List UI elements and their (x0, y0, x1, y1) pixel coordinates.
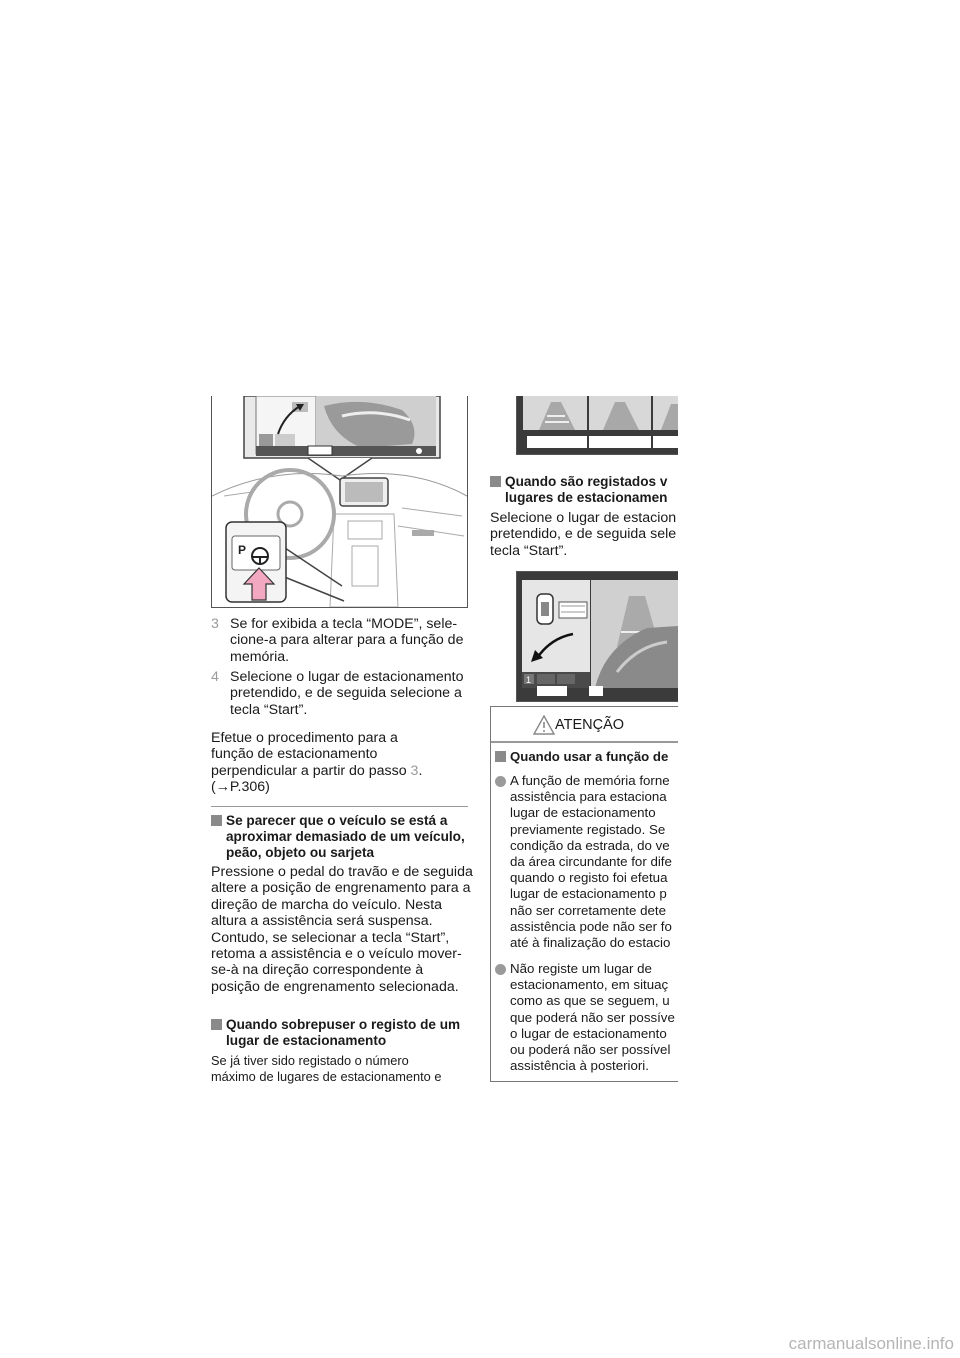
step-3-number: 3 (211, 616, 219, 632)
screen-slot-number: 1 (526, 675, 531, 685)
bullet-2-line: estacionamento, em situaç (510, 977, 669, 993)
step-4-text: Selecione o lugar de estacionamento pret… (230, 669, 464, 718)
bullet-2-line: assistência à posteriori. (510, 1058, 649, 1074)
bullet-2-line: como as que se seguem, u (510, 993, 670, 1009)
bullet-2-line: o lugar de estacionamento (510, 1025, 667, 1041)
step-reference: 3 (410, 762, 419, 779)
paragraph-brake: Pressione o pedal do travão e de seguida… (211, 864, 473, 995)
bullet-1-line: assistência pode não ser fo (510, 918, 672, 934)
max-registered-line-1: Se já tiver sido registado o número (211, 1053, 409, 1068)
warning-title: ATENÇÃO (555, 717, 625, 733)
warning-heading: Quando usar a função de (495, 749, 678, 765)
heading-too-close-text: Se parecer que o veículo se está a aprox… (226, 813, 465, 860)
bullet-2-line: ou poderá não ser possível (510, 1042, 671, 1058)
max-registered-line-2: máximo de lugares de estacionamento e (211, 1068, 442, 1084)
paragraph-procedure: Efetue o procedimento para a função de e… (211, 730, 471, 796)
step-3-text: Se for exibida a tecla “MODE”, sele-cion… (230, 616, 464, 665)
square-bullet-icon (211, 1019, 222, 1030)
procedure-line-3-text: perpendicular a partir do passo (211, 762, 411, 779)
bullet-1-line: assistência para estaciona (510, 789, 667, 805)
page-reference-link[interactable]: (→P.306) (211, 779, 270, 796)
heading-multiple-line-2: lugares de estacionamen (505, 490, 668, 505)
step-4: 4 Selecione o lugar de estacionamento pr… (211, 669, 471, 718)
dashboard-illustration: P (211, 396, 468, 608)
procedure-line-3: perpendicular a partir do passo 3. (211, 763, 471, 779)
heading-multiple-line-1: Quando são registados v (505, 474, 668, 489)
warning-heading-text: Quando usar a função de (510, 749, 669, 764)
parking-slots-screen (516, 396, 678, 455)
parking-slots-drawing (523, 396, 678, 448)
square-bullet-icon (490, 476, 501, 487)
bullet-2-line: Não registe um lugar de (510, 961, 652, 976)
select-slot-line-1: Selecione o lugar de estacion (490, 510, 677, 526)
select-slot-line-3: tecla “Start”. (490, 542, 568, 559)
footer-watermark: carmanualsonline.info (788, 1334, 954, 1353)
bullet-1-line: lugar de estacionamento p (510, 886, 667, 902)
warning-triangle-icon (533, 715, 555, 735)
procedure-line-3-end: . (418, 762, 423, 779)
gear-p-label: P (238, 543, 246, 557)
square-bullet-icon (495, 751, 506, 762)
heading-overwrite-text: Quando sobrepuser o registo de um lugar … (226, 1017, 461, 1048)
heading-overwrite: Quando sobrepuser o registo de um lugar … (211, 1017, 473, 1049)
select-slot-line-2: pretendido, e de seguida sele (490, 526, 677, 543)
section-divider (211, 806, 468, 807)
bullet-1-line: da área circundante for dife (510, 854, 672, 870)
warning-bullet-1: A função de memória forne assistência pa… (495, 773, 678, 951)
bullet-1-line: quando o registo foi efetua (510, 870, 668, 886)
bullet-2-line: que poderá não ser possíve (510, 1009, 675, 1025)
paragraph-max-registered: Se já tiver sido registado o número máxi… (211, 1053, 473, 1084)
bullet-1-line: A função de memória forne (510, 773, 670, 788)
square-bullet-icon (211, 815, 222, 826)
warning-bullet-2: Não registe um lugar de estacionamento, … (495, 961, 678, 1074)
procedure-line-2: função de estacionamento (211, 746, 378, 763)
bullet-1-line: condição da estrada, do ve (510, 837, 670, 853)
circle-bullet-icon (495, 776, 506, 787)
circle-bullet-icon (495, 964, 506, 975)
step-3: 3 Se for exibida a tecla “MODE”, sele-ci… (211, 616, 471, 665)
memory-parking-drawing: 1 (522, 580, 678, 696)
bullet-1-line: não ser corretamente dete (510, 902, 666, 918)
warning-box: ATENÇÃO Quando usar a função de A função… (490, 706, 678, 1082)
procedure-line-1: Efetue o procedimento para a (211, 730, 398, 746)
dashboard-drawing: P (212, 396, 467, 607)
heading-too-close: Se parecer que o veículo se está a aprox… (211, 813, 473, 861)
bullet-1-line: previamente registado. Se (510, 821, 666, 837)
warning-divider (491, 741, 678, 743)
paragraph-select-slot: Selecione o lugar de estacion pretendido… (490, 510, 677, 559)
bullet-1-line: até à finalização do estacio (510, 935, 671, 951)
step-4-number: 4 (211, 669, 219, 685)
bullet-1-line: lugar de estacionamento (510, 805, 656, 821)
heading-multiple-registered: Quando são registados v lugares de estac… (490, 474, 677, 506)
memory-parking-screen: 1 (516, 571, 678, 702)
